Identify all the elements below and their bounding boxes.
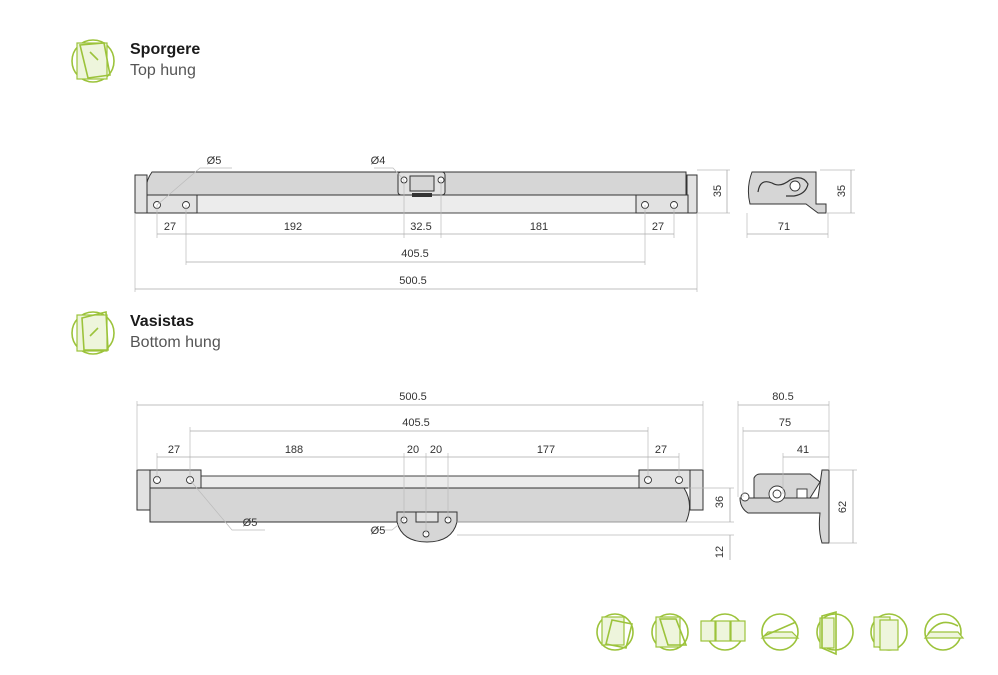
section-header-top-hung: Sporgere Top hung — [130, 40, 200, 82]
bottom-hung-dimensions: 500.5 405.5 27 188 20 20 177 27 36 12 Ø5… — [136, 391, 734, 560]
dim-label: 20 — [407, 444, 419, 456]
dim-label: 41 — [797, 444, 809, 456]
side-hung-tilt-icon — [596, 613, 634, 651]
top-hung-side-view: 71 35 — [746, 169, 855, 238]
section-title: Vasistas — [130, 313, 195, 330]
dim-label: 12 — [714, 546, 726, 558]
hole-diameter-label: Ø4 — [371, 155, 386, 167]
bottom-hung-window-icon — [71, 310, 115, 355]
dim-label: 27 — [168, 444, 180, 456]
multi-sash-icon — [700, 613, 746, 651]
dim-label: 27 — [655, 444, 667, 456]
footer-icon-row — [596, 610, 965, 656]
dim-label: 35 — [836, 185, 848, 197]
dim-label: 181 — [530, 221, 548, 233]
top-hung-icon — [651, 613, 689, 651]
dim-label: 36 — [714, 496, 726, 508]
bottom-hung-front-view — [136, 469, 704, 543]
dim-label: 188 — [285, 444, 303, 456]
hole-diameter-label: Ø5 — [243, 517, 258, 529]
top-hung-front-view — [134, 171, 698, 214]
dim-label: 62 — [837, 501, 849, 513]
dim-label: 35 — [712, 185, 724, 197]
bottom-hung-icon — [760, 613, 800, 651]
hole-diameter-label: Ø5 — [207, 155, 222, 167]
sliding-icon — [870, 613, 908, 651]
dim-label: 500.5 — [399, 275, 427, 287]
dim-label: 80.5 — [772, 391, 793, 403]
dim-label: 71 — [778, 221, 790, 233]
dim-label: 75 — [779, 417, 791, 429]
top-hung-dimensions: 27 192 32.5 181 27 405.5 500.5 35 Ø5 Ø4 — [134, 155, 730, 292]
dim-label: 177 — [537, 444, 555, 456]
section-subtitle: Top hung — [130, 62, 196, 79]
section-title: Sporgere — [130, 41, 201, 58]
dim-label: 32.5 — [410, 221, 431, 233]
dim-label: 192 — [284, 221, 302, 233]
section-subtitle: Bottom hung — [130, 334, 221, 351]
dim-label: 405.5 — [402, 417, 430, 429]
section-header-bottom-hung: Vasistas Bottom hung — [130, 312, 221, 354]
skylight-icon — [923, 613, 965, 651]
dim-label: 500.5 — [399, 391, 427, 403]
top-hung-window-icon — [71, 39, 115, 83]
dim-label: 405.5 — [401, 248, 429, 260]
dim-label: 27 — [164, 221, 176, 233]
dim-label: 27 — [652, 221, 664, 233]
casement-icon — [816, 610, 854, 656]
hole-diameter-label: Ø5 — [371, 525, 386, 537]
bottom-hung-side-view: 80.5 75 41 62 — [737, 391, 857, 544]
dim-label: 20 — [430, 444, 442, 456]
